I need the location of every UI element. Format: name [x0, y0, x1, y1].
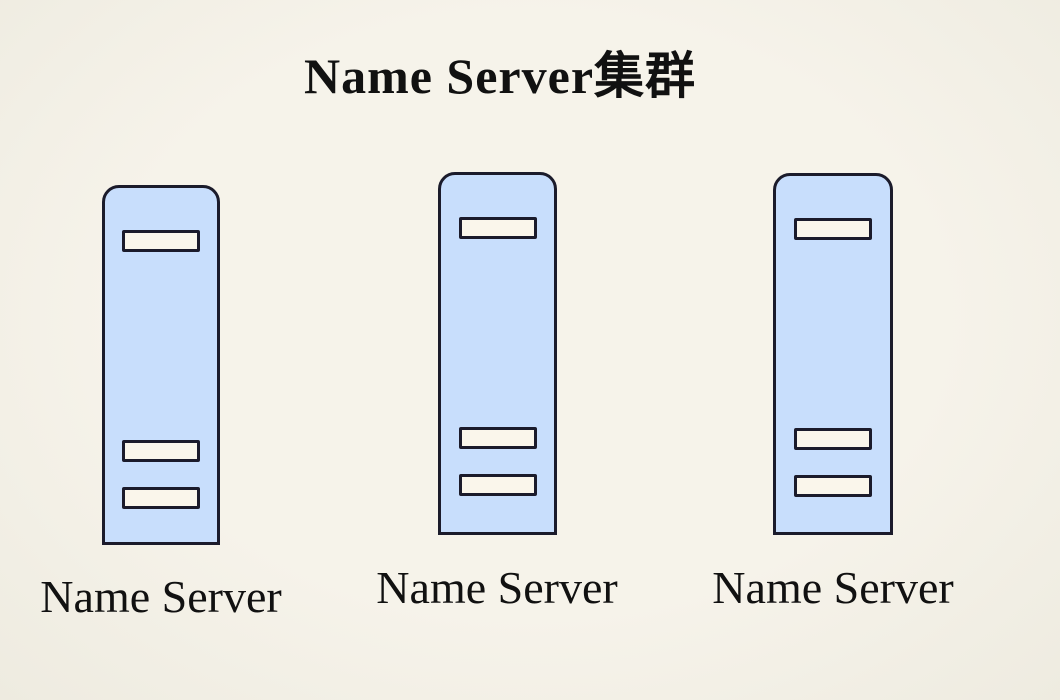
server-slot-vent [458, 427, 537, 449]
server-slot-vent [794, 218, 872, 240]
server-slot-vent [458, 217, 537, 239]
diagram-title: Name Server集群 [303, 48, 697, 104]
server-tower-icon [102, 185, 220, 545]
server-label: Name Server [712, 562, 954, 613]
server-label: Name Server [376, 562, 618, 613]
server-tower-icon [773, 173, 893, 535]
server-slot-vent [458, 474, 537, 496]
server-tower-icon [438, 172, 557, 535]
server-slot-vent [122, 230, 200, 252]
server-slot-vent [794, 428, 872, 450]
server-slot-vent [122, 440, 200, 462]
server-slot-vent [794, 475, 872, 497]
server-slot-vent [122, 487, 200, 509]
server-label: Name Server [40, 571, 282, 622]
